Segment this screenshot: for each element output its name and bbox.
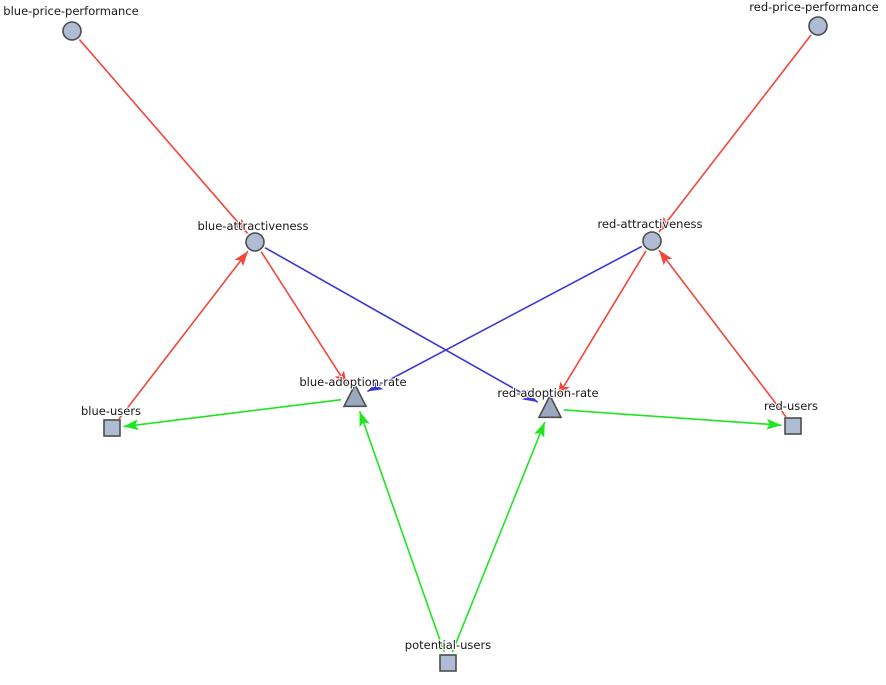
arrowhead-batt-to-rrate xyxy=(522,390,538,403)
node-blue-adoption-rate[interactable] xyxy=(342,382,368,408)
arrowhead-ratt-to-rrate xyxy=(557,381,570,398)
arrowhead-rusers-to-ratt xyxy=(658,250,673,266)
node-label-red-price-performance: red-price-performance xyxy=(749,0,878,14)
node-label-potential-users: potential-users xyxy=(405,638,491,652)
node-blue-users[interactable] xyxy=(103,419,121,437)
arrowhead-bpp-to-batt xyxy=(233,218,248,234)
node-label-red-users: red-users xyxy=(764,399,818,413)
node-red-adoption-rate[interactable] xyxy=(537,393,563,419)
arrowhead-pot-to-rrate xyxy=(534,421,545,438)
node-label-blue-adoption-rate: blue-adoption-rate xyxy=(299,375,406,389)
node-blue-price-performance[interactable] xyxy=(62,21,82,41)
edge-ratt-to-brate xyxy=(367,245,643,393)
node-label-red-adoption-rate: red-adoption-rate xyxy=(497,386,598,400)
label-layer: blue-price-performance red-price-performa… xyxy=(2,0,880,653)
edge-ratt-to-rrate xyxy=(556,250,647,398)
edge-pot-to-rrate xyxy=(451,421,546,653)
edge-busers-to-batt xyxy=(118,250,249,420)
node-label-blue-price-performance: blue-price-performance xyxy=(3,4,138,18)
edge-pot-to-brate xyxy=(358,410,445,653)
node-potential-users[interactable] xyxy=(439,654,457,672)
node-red-attractiveness[interactable] xyxy=(642,231,662,251)
node-label-blue-attractiveness: blue-attractiveness xyxy=(197,219,308,233)
arrowhead-batt-to-brate xyxy=(334,370,348,387)
arrowhead-brate-to-busers xyxy=(123,419,139,431)
arrowhead-pot-to-brate xyxy=(359,411,370,428)
arrowhead-rrate-to-rusers xyxy=(766,418,782,430)
edge-batt-to-brate xyxy=(260,251,349,387)
edge-rrate-to-rusers xyxy=(563,409,782,426)
node-red-price-performance[interactable] xyxy=(808,16,828,36)
edge-layer xyxy=(78,34,812,653)
edge-batt-to-rrate xyxy=(264,246,539,403)
edge-brate-to-busers xyxy=(123,398,342,428)
arrowhead-rpp-to-ratt xyxy=(659,216,673,232)
arrowhead-ratt-to-brate xyxy=(367,379,384,392)
edge-bpp-to-batt xyxy=(78,39,249,234)
edge-rusers-to-ratt xyxy=(658,249,787,418)
node-label-blue-users: blue-users xyxy=(81,404,141,418)
node-layer xyxy=(62,16,828,672)
node-blue-attractiveness[interactable] xyxy=(245,232,265,252)
edge-rpp-to-ratt xyxy=(658,34,812,233)
node-red-users[interactable] xyxy=(784,417,802,435)
node-label-red-attractiveness: red-attractiveness xyxy=(597,217,702,231)
arrowhead-busers-to-batt xyxy=(234,251,248,267)
